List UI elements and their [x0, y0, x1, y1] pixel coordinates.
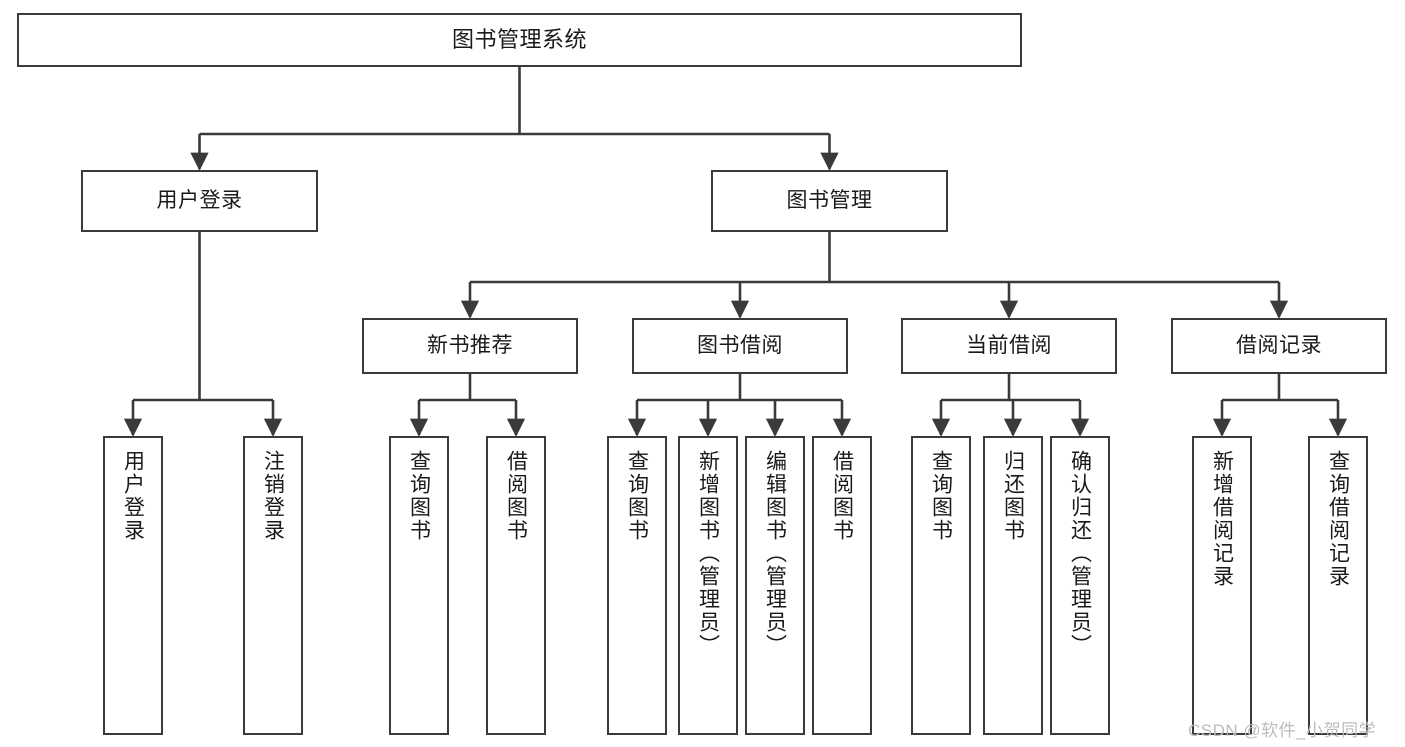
node-label: 查询图书 [625, 450, 649, 542]
node-label: 编辑图书（管理员） [763, 450, 787, 657]
node-leaf-new-1[interactable]: 查询图书 [389, 436, 449, 735]
node-leaf-cur-3[interactable]: 确认归还（管理员） [1050, 436, 1110, 735]
node-leaf-borrow-2[interactable]: 新增图书（管理员） [678, 436, 738, 735]
node-leaf-rec-1[interactable]: 新增借阅记录 [1192, 436, 1252, 735]
node-label: 图书管理 [786, 188, 873, 212]
node-label: 注销登录 [261, 450, 285, 542]
node-leaf-borrow-1[interactable]: 查询图书 [607, 436, 667, 735]
node-label: 确认归还（管理员） [1068, 450, 1092, 657]
node-leaf-borrow-4[interactable]: 借阅图书 [812, 436, 872, 735]
node-label: 图书管理系统 [451, 27, 587, 53]
node-label: 新增图书（管理员） [696, 450, 720, 657]
node-label: 查询借阅记录 [1326, 450, 1350, 588]
node-label: 查询图书 [407, 450, 431, 542]
node-label: 借阅记录 [1236, 333, 1322, 357]
node-label: 借阅图书 [830, 450, 854, 542]
node-label: 新增借阅记录 [1210, 450, 1234, 588]
node-label: 新书推荐 [427, 333, 513, 357]
node-leaf-borrow-3[interactable]: 编辑图书（管理员） [745, 436, 805, 735]
node-root[interactable]: 图书管理系统 [17, 13, 1022, 67]
node-current[interactable]: 当前借阅 [901, 318, 1117, 374]
node-login[interactable]: 用户登录 [81, 170, 318, 232]
node-borrowbook[interactable]: 图书借阅 [632, 318, 848, 374]
node-newbooks[interactable]: 新书推荐 [362, 318, 578, 374]
node-leaf-login-1[interactable]: 用户登录 [103, 436, 163, 735]
node-bookmgmt[interactable]: 图书管理 [711, 170, 948, 232]
csdn-watermark: CSDN @软件_小贺同学 [1188, 721, 1377, 740]
node-label: 用户登录 [121, 450, 145, 542]
node-label: 用户登录 [156, 188, 243, 212]
node-leaf-cur-2[interactable]: 归还图书 [983, 436, 1043, 735]
node-records[interactable]: 借阅记录 [1171, 318, 1387, 374]
node-label: 借阅图书 [504, 450, 528, 542]
node-leaf-new-2[interactable]: 借阅图书 [486, 436, 546, 735]
node-label: 当前借阅 [966, 333, 1052, 357]
node-leaf-login-2[interactable]: 注销登录 [243, 436, 303, 735]
node-leaf-rec-2[interactable]: 查询借阅记录 [1308, 436, 1368, 735]
node-label: 图书借阅 [697, 333, 783, 357]
node-leaf-cur-1[interactable]: 查询图书 [911, 436, 971, 735]
node-label: 查询图书 [929, 450, 953, 542]
node-label: 归还图书 [1001, 450, 1025, 542]
